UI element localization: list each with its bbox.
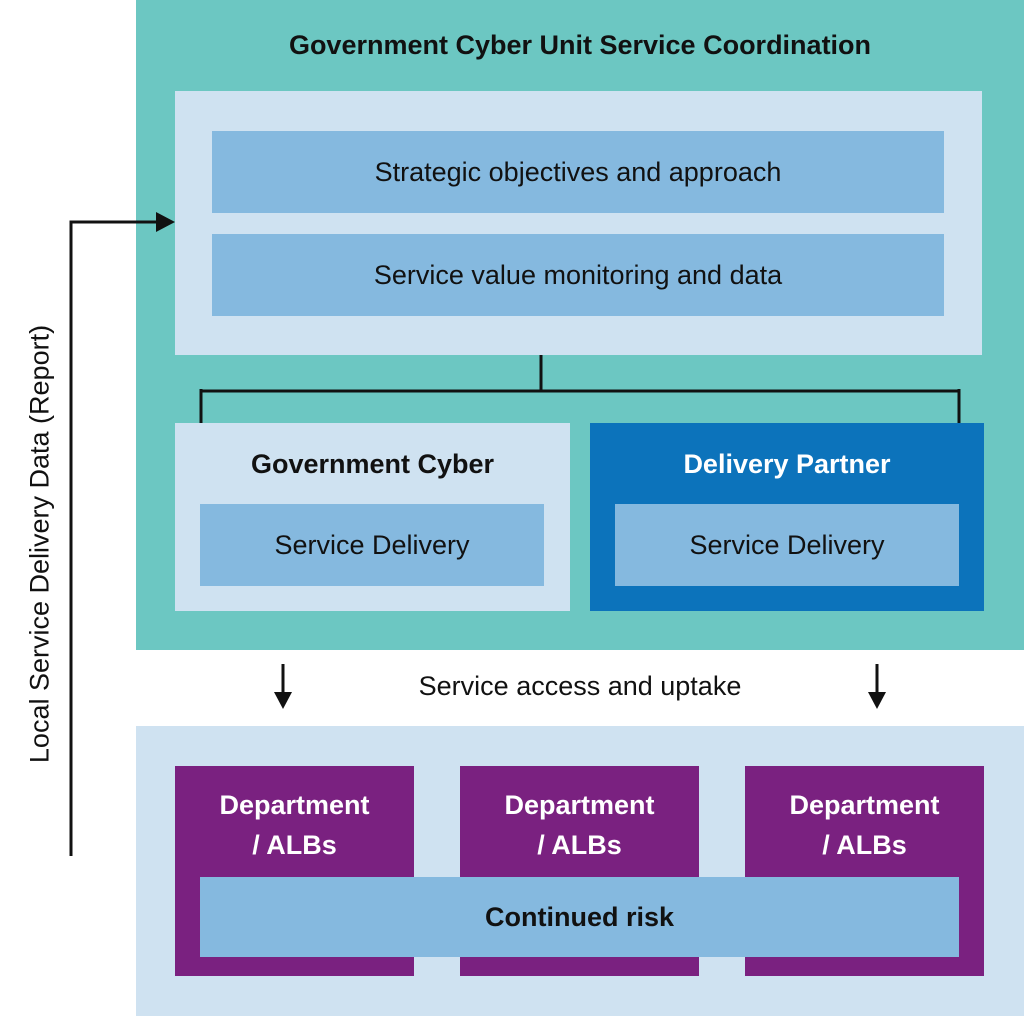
delivery-partner-title: Delivery Partner bbox=[683, 448, 891, 479]
strategic-objectives-bar: Strategic objectives and approach bbox=[212, 131, 944, 213]
government-cyber-title: Government Cyber bbox=[250, 448, 495, 479]
delivery-partner-service-delivery: Service Delivery bbox=[615, 504, 959, 586]
continued-risk-bar: Continued risk bbox=[200, 877, 959, 957]
service-access-label: Service access and uptake bbox=[418, 670, 742, 701]
department-label: Department / ALBs bbox=[504, 790, 655, 860]
service-monitoring-bar: Service value monitoring and data bbox=[212, 234, 944, 316]
branch-connector bbox=[199, 355, 961, 423]
feedback-line bbox=[69, 220, 160, 856]
feedback-arrowhead bbox=[156, 212, 175, 232]
coordination-title: Government Cyber Unit Service Coordinati… bbox=[288, 29, 872, 60]
department-label: Department / ALBs bbox=[789, 790, 940, 860]
down-arrow-right-head bbox=[868, 692, 886, 709]
department-label: Department / ALBs bbox=[219, 790, 370, 860]
down-arrow-left-head bbox=[274, 692, 292, 709]
government-cyber-service-delivery: Service Delivery bbox=[200, 504, 544, 586]
